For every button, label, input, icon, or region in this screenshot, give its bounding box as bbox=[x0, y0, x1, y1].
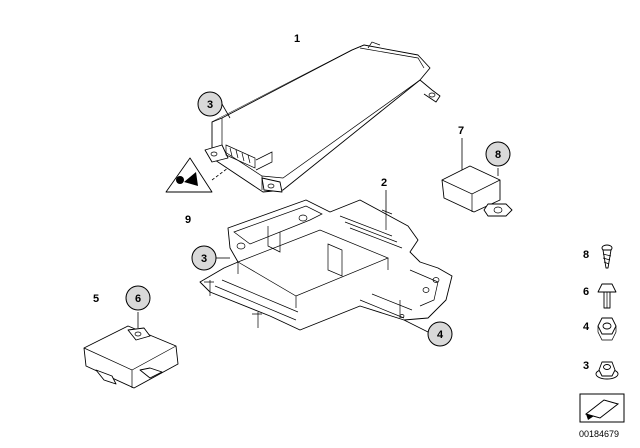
svg-text:3: 3 bbox=[207, 99, 213, 111]
callout-1: 1 bbox=[294, 33, 300, 45]
legend-number-4: 4 bbox=[583, 321, 590, 333]
legend-number-3: 3 bbox=[583, 360, 589, 372]
legend-number-6: 6 bbox=[583, 286, 589, 298]
svg-text:6: 6 bbox=[135, 293, 141, 305]
callout-8-sensor: 8 bbox=[485, 141, 511, 167]
svg-text:4: 4 bbox=[437, 329, 444, 341]
airbag-warning-icon bbox=[165, 157, 229, 193]
callout-3-mid: 3 bbox=[191, 245, 217, 271]
svg-text:3: 3 bbox=[201, 253, 207, 265]
expanding-rivet-icon bbox=[597, 283, 617, 309]
svg-text:8: 8 bbox=[495, 149, 501, 161]
bracket-part-2 bbox=[199, 199, 453, 331]
flange-nut-icon bbox=[595, 361, 619, 380]
hex-nut-icon bbox=[597, 317, 617, 341]
leader-lines bbox=[216, 103, 429, 333]
control-unit-part-1 bbox=[204, 41, 441, 193]
callout-6-module: 6 bbox=[125, 285, 151, 311]
callout-9: 9 bbox=[185, 214, 191, 226]
callout-7: 7 bbox=[458, 125, 464, 137]
sensor-part-7 bbox=[441, 138, 513, 217]
legend: 8 6 4 3 bbox=[583, 244, 619, 380]
callout-2: 2 bbox=[381, 177, 387, 189]
direction-arrow-icon bbox=[579, 393, 625, 423]
module-part-5 bbox=[83, 312, 179, 389]
document-number: 00184679 bbox=[579, 429, 619, 439]
callout-4-bracket: 4 bbox=[427, 321, 453, 347]
screw-icon bbox=[601, 244, 613, 269]
callout-3-top: 3 bbox=[197, 91, 223, 117]
legend-number-8: 8 bbox=[583, 249, 589, 261]
callout-5: 5 bbox=[93, 293, 99, 305]
